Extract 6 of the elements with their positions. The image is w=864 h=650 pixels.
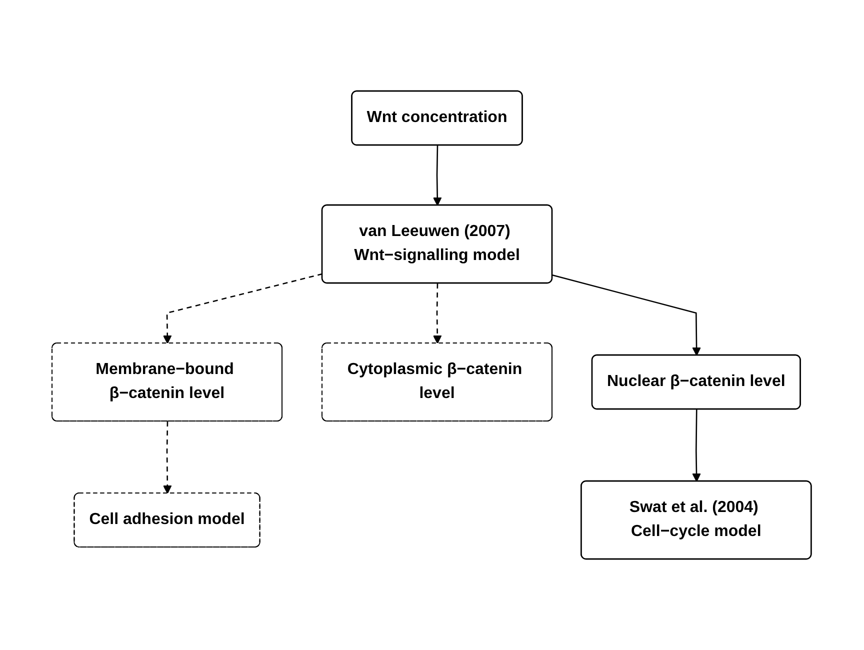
arrow <box>692 409 702 482</box>
arrow <box>163 421 172 494</box>
arrow <box>552 274 702 356</box>
arrow <box>433 283 442 344</box>
arrow <box>433 145 442 206</box>
arrow <box>163 273 324 344</box>
